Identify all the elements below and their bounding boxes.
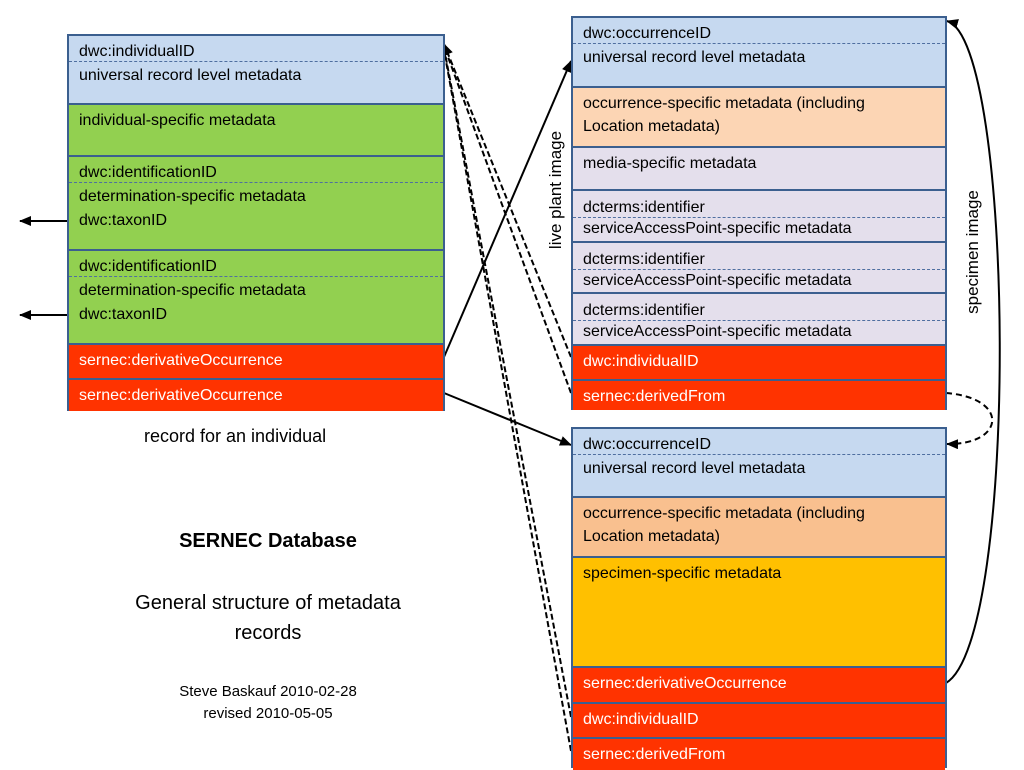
database-title: SERNEC Database (179, 530, 357, 552)
derived-from-link (945, 392, 994, 450)
occurrence-specific-cell: occurrence-specific metadata (including … (573, 496, 945, 556)
specimen-image-arrow (945, 19, 1001, 684)
service-access-point-label: serviceAccessPoint-specific metadata (583, 272, 852, 289)
universal-metadata-cell: dwc:occurrenceID universal record level … (573, 18, 945, 86)
diagram-subtitle-line2: records (234, 622, 302, 644)
derived-from-label: sernec:derivedFrom (583, 746, 726, 763)
derivative-arrow (443, 392, 572, 446)
individual-caption: record for an individual (144, 426, 327, 446)
occurrence-metadata-line1: occurrence-specific metadata (including (583, 505, 865, 522)
service-access-point-cell-3: dcterms:identifier serviceAccessPoint-sp… (573, 292, 945, 344)
universal-metadata-label: universal record level metadata (583, 49, 806, 66)
occurrence-metadata-line1: occurrence-specific metadata (including (583, 95, 865, 112)
determination-metadata-label: determination-specific metadata (79, 188, 306, 205)
derived-from-label: sernec:derivedFrom (583, 388, 726, 405)
determination-cell-1: dwc:identificationID determination-speci… (69, 155, 443, 249)
individual-id-label: dwc:individualID (583, 711, 699, 728)
derived-from-cell: sernec:derivedFrom (573, 379, 945, 410)
individual-id-label: dwc:individualID (583, 353, 699, 370)
identification-id-label: dwc:identificationID (79, 164, 217, 181)
derivative-occurrence-cell-1: sernec:derivativeOccurrence (69, 343, 443, 378)
revised-line: revised 2010-05-05 (203, 705, 333, 722)
dcterms-identifier-label: dcterms:identifier (583, 199, 705, 216)
derived-from-cell: sernec:derivedFrom (573, 737, 945, 770)
individual-id-cell: dwc:individualID (573, 702, 945, 737)
live-plant-image-label: live plant image (546, 130, 565, 250)
taxon-id-label: dwc:taxonID (79, 212, 168, 229)
individual-id-label: dwc:individualID (79, 43, 195, 60)
service-access-point-label: serviceAccessPoint-specific metadata (583, 220, 852, 237)
specimen-image-label: specimen image (963, 190, 982, 314)
individual-record: dwc:individualID universal record level … (67, 34, 445, 411)
occurrence-specific-cell: occurrence-specific metadata (including … (573, 86, 945, 146)
media-specific-cell: media-specific metadata (573, 146, 945, 189)
dcterms-identifier-label: dcterms:identifier (583, 251, 705, 268)
service-access-point-cell-1: dcterms:identifier serviceAccessPoint-sp… (573, 189, 945, 241)
derivative-occurrence-label: sernec:derivativeOccurrence (79, 387, 283, 404)
occurrence-record-bottom: dwc:occurrenceID universal record level … (571, 427, 947, 770)
universal-metadata-label: universal record level metadata (583, 460, 806, 477)
identification-id-label: dwc:identificationID (79, 258, 217, 275)
diagram-subtitle-line1: General structure of metadata (135, 592, 401, 614)
occurrence-id-label: dwc:occurrenceID (583, 436, 712, 453)
derivative-occurrence-label: sernec:derivativeOccurrence (583, 675, 787, 692)
universal-metadata-cell: dwc:occurrenceID universal record level … (573, 429, 945, 496)
universal-metadata-cell: dwc:individualID universal record level … (69, 36, 443, 103)
derivative-occurrence-cell-2: sernec:derivativeOccurrence (69, 378, 443, 411)
occurrence-id-label: dwc:occurrenceID (583, 25, 712, 42)
specimen-metadata-label: specimen-specific metadata (583, 565, 782, 582)
individual-specific-cell: individual-specific metadata (69, 103, 443, 155)
determination-cell-2: dwc:identificationID determination-speci… (69, 249, 443, 343)
occurrence-metadata-line2: Location metadata) (583, 118, 720, 135)
specimen-specific-cell: specimen-specific metadata (573, 556, 945, 666)
occurrence-record-top: dwc:occurrenceID universal record level … (571, 16, 947, 410)
universal-metadata-label: universal record level metadata (79, 67, 302, 84)
determination-metadata-label: determination-specific metadata (79, 282, 306, 299)
individual-id-cell: dwc:individualID (573, 344, 945, 379)
occurrence-metadata-line2: Location metadata) (583, 528, 720, 545)
media-metadata-label: media-specific metadata (583, 155, 757, 172)
taxon-id-label: dwc:taxonID (79, 306, 168, 323)
dcterms-identifier-label: dcterms:identifier (583, 302, 705, 319)
service-access-point-label: serviceAccessPoint-specific metadata (583, 323, 852, 340)
service-access-point-cell-2: dcterms:identifier serviceAccessPoint-sp… (573, 241, 945, 292)
derivative-occurrence-cell: sernec:derivativeOccurrence (573, 666, 945, 702)
author-line: Steve Baskauf 2010-02-28 (179, 683, 357, 700)
individual-specific-label: individual-specific metadata (79, 112, 276, 129)
derivative-occurrence-label: sernec:derivativeOccurrence (79, 352, 283, 369)
